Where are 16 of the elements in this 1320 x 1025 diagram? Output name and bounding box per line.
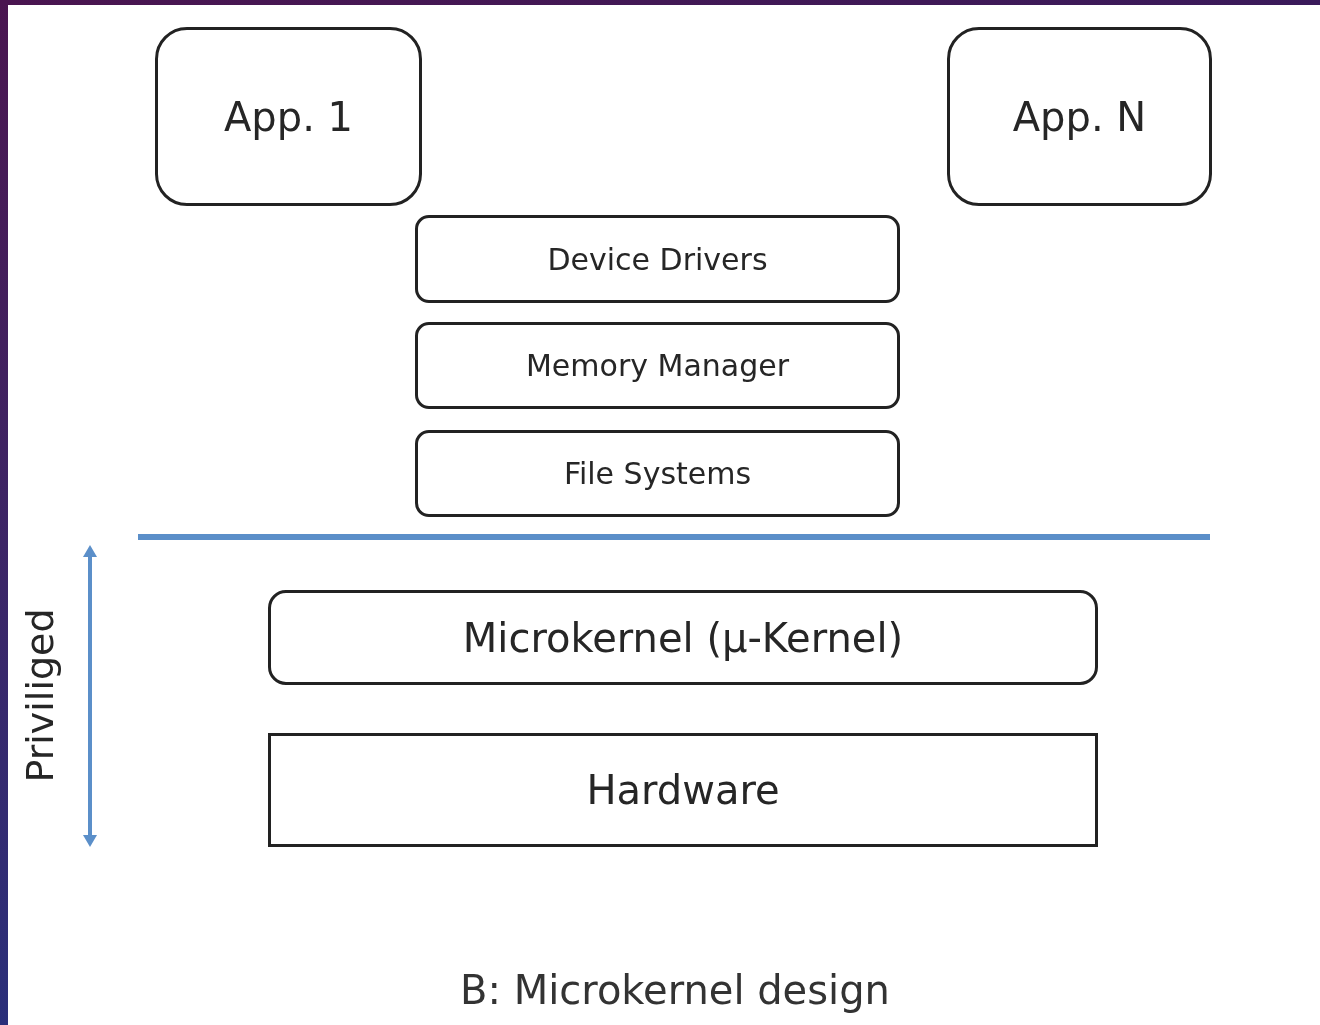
box-label: Microkernel (µ-Kernel) <box>462 613 904 663</box>
box-label: File Systems <box>563 455 752 493</box>
box-label: App. N <box>1012 92 1147 142</box>
layer-box <box>415 215 900 303</box>
box-label: Hardware <box>586 766 780 815</box>
layer-box <box>268 733 1098 847</box>
layer-box <box>268 590 1098 685</box>
layer-box <box>155 27 422 206</box>
layer-box <box>415 322 900 409</box>
axis-label: Priviliged <box>16 607 63 783</box>
layer-box <box>947 27 1212 206</box>
box-label: Device Drivers <box>547 240 768 279</box>
layer-box <box>415 430 900 517</box>
box-label: Memory Manager <box>525 347 789 385</box>
caption: B: Microkernel design <box>460 966 890 1015</box>
box-label: App. 1 <box>224 92 353 142</box>
